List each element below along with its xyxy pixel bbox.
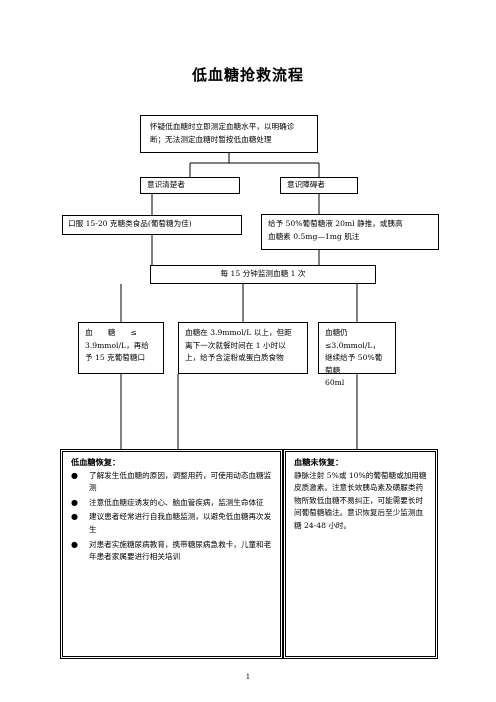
page-number: 1 xyxy=(245,673,251,681)
step-conscious-text: 意识清楚者 xyxy=(147,180,185,189)
step-suspect-box: 怀疑低血糖时立即测定血糖水平，以明确诊 断；无法测定血糖时暂按低血糖处理 xyxy=(140,115,318,153)
step-oral-sugar-box: 口服 15-20 克糖类食品(葡萄糖为佳) xyxy=(62,215,242,235)
bullet-icon: ● xyxy=(71,470,78,480)
step-monitor-text: 每 15 分钟监测血糖 1 次 xyxy=(220,269,306,278)
step-iv-glucose-box: 给予 50%葡萄糖液 20ml 静推，或胰高 血糖素 0.5mg—1mg 肌注 xyxy=(261,214,439,250)
recovery-item: ● 了解发生低血糖的原因，调整用药，可使用动态血糖监测 xyxy=(71,470,272,495)
step-monitor-box: 每 15 分钟监测血糖 1 次 xyxy=(150,265,376,284)
recovery-item-text: 了解发生低血糖的原因，调整用药，可使用动态血糖监测 xyxy=(89,470,272,493)
step-still-low-box: 血糖仍≤3.0mmol/L， 继续给予 50%葡萄糖 60ml xyxy=(318,322,396,387)
recovery-panel: 低血糖恢复： ● 了解发生低血糖的原因，调整用药，可使用动态血糖监测 ● 注意低血糖… xyxy=(60,449,283,659)
step-unconscious-text: 意识障碍者 xyxy=(287,180,325,189)
step-conscious-box: 意识清楚者 xyxy=(140,177,240,194)
recovery-title: 低血糖恢复： xyxy=(71,457,121,467)
step-recovered-meal-text: 血糖在 3.9mmol/L 以上，但距 离下一次就餐时间在 1 小时以 上，给予… xyxy=(185,328,292,363)
not-recovered-panel: 血糖未恢复： 静脉注射 5%或 10%的葡萄糖或加用糖皮质激素。注意长效胰岛素及… xyxy=(283,449,438,659)
bullet-icon: ● xyxy=(71,497,78,507)
recovery-item: ● 注意低血糖症诱发的心、脑血管疾病，监测生命体征 xyxy=(71,497,272,510)
step-recovered-meal-box: 血糖在 3.9mmol/L 以上，但距 离下一次就餐时间在 1 小时以 上，给予… xyxy=(178,322,308,374)
recovery-item: ● 建议患者经常进行自我血糖监测，以避免低血糖再次发生 xyxy=(71,511,272,536)
step-iv-glucose-text: 给予 50%葡萄糖液 20ml 静推，或胰高 血糖素 0.5mg—1mg 肌注 xyxy=(268,219,403,241)
recovery-item: ● 对患者实施糖尿病教育，携带糖尿病急救卡，儿童和老年患者家属要进行相关培训 xyxy=(71,539,272,564)
recovery-item-text: 注意低血糖症诱发的心、脑血管疾病，监测生命体征 xyxy=(89,497,264,507)
not-recovered-title: 血糖未恢复： xyxy=(294,457,344,467)
step-oral-sugar-text: 口服 15-20 克糖类食品(葡萄糖为佳) xyxy=(68,219,192,228)
step-still-low-text: 血糖仍≤3.0mmol/L， 继续给予 50%葡萄糖 60ml xyxy=(325,328,383,388)
step-low-repeat-text: 血 糖 ≤ 3.9mmol/L，再给 予 15 克葡萄糖口 xyxy=(85,328,149,363)
step-low-repeat-box: 血 糖 ≤ 3.9mmol/L，再给 予 15 克葡萄糖口 xyxy=(78,322,164,374)
bullet-icon: ● xyxy=(71,512,78,522)
step-suspect-text: 怀疑低血糖时立即测定血糖水平，以明确诊 断；无法测定血糖时暂按低血糖处理 xyxy=(150,122,295,144)
recovery-item-text: 对患者实施糖尿病教育，携带糖尿病急救卡，儿童和老年患者家属要进行相关培训 xyxy=(89,539,272,562)
bullet-icon: ● xyxy=(71,539,78,549)
recovery-list: ● 了解发生低血糖的原因，调整用药，可使用动态血糖监测 ● 注意低血糖症诱发的心、脑… xyxy=(71,470,272,564)
page-title: 低血糖抢救流程 xyxy=(191,66,304,84)
not-recovered-text: 静脉注射 5%或 10%的葡萄糖或加用糖皮质激素。注意长效胰岛素及磺脲类药物所致… xyxy=(294,470,427,530)
recovery-item-text: 建议患者经常进行自我血糖监测，以避免低血糖再次发生 xyxy=(89,512,272,534)
step-unconscious-box: 意识障碍者 xyxy=(280,177,358,194)
